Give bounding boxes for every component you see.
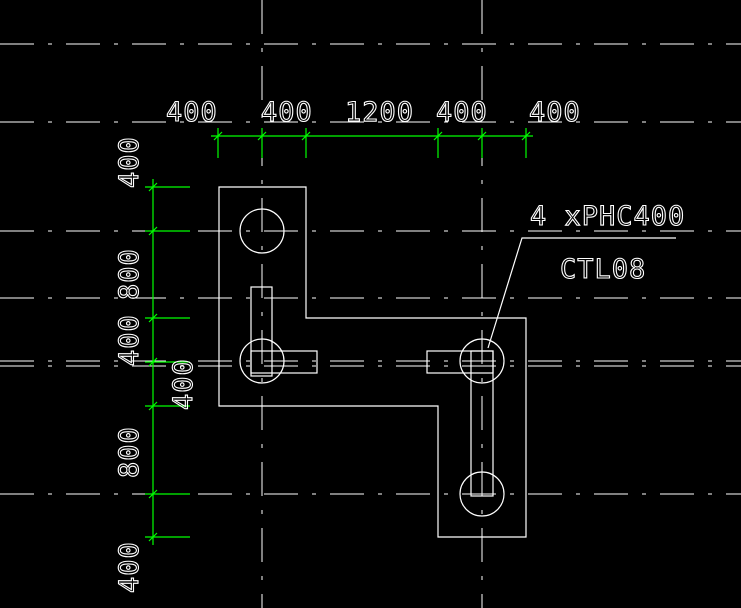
left-dimension-chain: 400 800 400 400 800 400 xyxy=(113,136,199,594)
left-dimension-text-2: 800 xyxy=(114,248,145,300)
tie-beam-vertical-right xyxy=(470,350,494,497)
top-slash xyxy=(213,131,223,141)
pile-annotation-line1: 4 xPHC400 xyxy=(530,201,685,232)
left-slash xyxy=(148,182,158,192)
top-slash xyxy=(521,131,531,141)
left-dimension-text-3: 400 xyxy=(114,314,145,366)
top-dimension-text-1: 400 xyxy=(166,97,218,128)
top-slash xyxy=(433,131,443,141)
tie-beam-horizontal-left xyxy=(250,350,318,374)
piles xyxy=(239,208,505,517)
top-dimension-text-5: 400 xyxy=(529,97,581,128)
left-slash xyxy=(148,489,158,499)
left-dimension-ticks xyxy=(145,182,190,542)
top-dimension-text-3: 1200 xyxy=(345,97,414,128)
top-dimension-ticks xyxy=(213,128,531,158)
tie-beam-vertical-left xyxy=(250,286,273,377)
pile-cap-outline xyxy=(218,186,527,538)
top-dimension-text-2: 400 xyxy=(261,97,313,128)
left-slash xyxy=(148,357,158,367)
pile-annotation: 4 xPHC400 CTL08 xyxy=(487,200,685,349)
top-slash xyxy=(301,131,311,141)
pile-circle-3 xyxy=(459,338,505,384)
pile-circle-1 xyxy=(239,208,285,254)
pile-circle-4 xyxy=(459,471,505,517)
top-dimension-chain: 400 400 1200 400 400 xyxy=(165,96,581,158)
left-slash xyxy=(148,401,158,411)
top-slash xyxy=(477,131,487,141)
left-dimension-text-4: 400 xyxy=(168,358,199,410)
annotation-leader-line xyxy=(487,237,676,349)
top-dimension-text-4: 400 xyxy=(436,97,488,128)
pile-cap xyxy=(218,186,527,538)
left-slash xyxy=(148,313,158,323)
top-slash xyxy=(257,131,267,141)
left-slash xyxy=(148,226,158,236)
left-slash xyxy=(148,532,158,542)
left-dimension-text-1: 400 xyxy=(114,136,145,188)
left-dimension-text-5: 800 xyxy=(114,426,145,478)
left-dimension-text-6: 400 xyxy=(114,541,145,593)
pile-annotation-line2: CTL08 xyxy=(560,254,646,285)
pile-circle-2 xyxy=(239,338,285,384)
